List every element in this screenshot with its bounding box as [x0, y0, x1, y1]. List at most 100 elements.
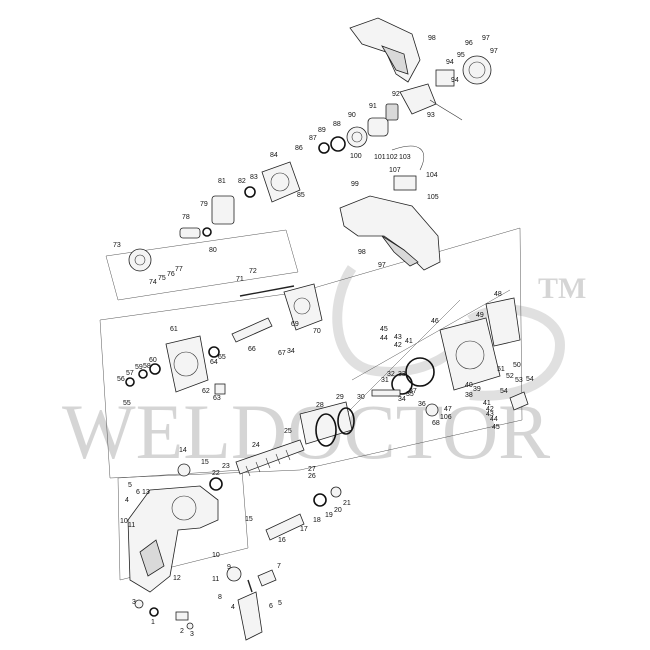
gear-housing-assembly	[371, 297, 529, 417]
part-number-label: 70	[313, 328, 321, 335]
steel-ball-holder-part	[265, 513, 305, 541]
part-number-label: 45	[492, 424, 500, 431]
part-number-label: 69	[291, 321, 299, 328]
part-number-label: 53	[515, 377, 523, 384]
knob-part	[226, 566, 242, 582]
part-number-label: 15	[245, 516, 253, 523]
wing-bolt-part	[257, 569, 277, 587]
guide-frame-upper	[105, 229, 299, 301]
stator-inner	[351, 131, 363, 143]
part-number-label: 18	[313, 517, 321, 524]
connecting-rod-part	[239, 285, 295, 297]
motor-housing-bore	[270, 172, 290, 192]
bearing-part	[330, 136, 346, 152]
handle-grip-insert-part	[381, 45, 409, 75]
part-number-label: 87	[309, 135, 317, 142]
part-number-label: 59	[135, 364, 143, 371]
part-number-label: 3	[132, 599, 136, 606]
part-number-label: 48	[494, 291, 502, 298]
guide-leader-lines	[339, 289, 511, 421]
part-number-label: 37	[409, 388, 417, 395]
part-number-label: 58	[143, 363, 151, 370]
part-number-label: 66	[248, 346, 256, 353]
part-number-label: 6	[269, 603, 273, 610]
flat-washer-part	[149, 607, 159, 617]
part-number-label: 38	[465, 392, 473, 399]
part-number-label: 42	[394, 342, 402, 349]
part-number-label: 25	[284, 428, 292, 435]
part-number-label: 75	[158, 275, 166, 282]
part-number-label: 50	[513, 362, 521, 369]
part-number-label: 76	[167, 271, 175, 278]
cylinder-o-ring-part	[315, 413, 337, 447]
drive-assembly	[125, 335, 226, 395]
part-number-label: 56	[117, 376, 125, 383]
part-number-label: 9	[227, 564, 231, 571]
part-number-label: 41	[483, 400, 491, 407]
part-number-label: 24	[252, 442, 260, 449]
brush-holder-inner-ring	[468, 61, 486, 79]
part-number-label: 33	[398, 371, 406, 378]
front-housing-bore	[171, 495, 197, 521]
part-number-label: 61	[170, 326, 178, 333]
part-number-label: 42	[486, 406, 494, 413]
part-number-label: 26	[308, 473, 316, 480]
part-number-label: 85	[297, 192, 305, 199]
crank-shaft-part	[231, 317, 273, 343]
part-number-label: 97	[482, 35, 490, 42]
gear-housing-bore	[455, 340, 485, 370]
part-number-label: 16	[278, 537, 286, 544]
part-number-label: 79	[200, 201, 208, 208]
gear-housing-cover-part	[211, 195, 235, 225]
controller-board-part	[399, 83, 437, 115]
brush-holder-plate-part	[462, 55, 492, 85]
part-number-label: 95	[457, 52, 465, 59]
part-number-label: 64	[210, 359, 218, 366]
part-number-label: 74	[149, 279, 157, 286]
part-number-label: 57	[126, 370, 134, 377]
armature-part	[367, 117, 389, 137]
side-handle-bolt	[247, 579, 253, 593]
part-number-label: 10	[212, 552, 220, 559]
part-number-label: 84	[270, 152, 278, 159]
stator-ring-part	[346, 126, 368, 148]
part-number-label: 105	[427, 194, 439, 201]
impact-bolt-ring-part	[391, 373, 413, 395]
part-number-label: 54	[500, 388, 508, 395]
side-grip-clamp-part	[139, 539, 165, 577]
part-number-label: 4	[125, 497, 129, 504]
part-number-label: 98	[358, 249, 366, 256]
oil-seal-part	[244, 186, 256, 198]
retaining-ring-part	[125, 377, 135, 387]
part-number-label: 44	[490, 416, 498, 423]
part-number-label: 77	[175, 266, 183, 273]
crank-housing-bore	[173, 351, 199, 377]
spacer-part	[149, 363, 161, 375]
part-number-label: 81	[218, 178, 226, 185]
part-number-label: 11	[128, 522, 135, 529]
screw-part	[186, 622, 194, 630]
helical-gear-part	[128, 248, 152, 272]
spindle-shaft-part	[179, 227, 201, 239]
part-number-label: 43	[486, 411, 494, 418]
part-number-label: 78	[182, 214, 190, 221]
lock-part	[425, 403, 439, 417]
part-number-label: 46	[431, 318, 439, 325]
change-lever-part	[509, 391, 529, 411]
part-number-label: 60	[149, 357, 157, 364]
motor-housing-part	[261, 161, 301, 203]
striker-part	[371, 389, 401, 397]
part-number-label: 94	[446, 59, 454, 66]
capacitor-part	[393, 175, 417, 191]
gear-housing-part	[439, 317, 501, 391]
part-number-label: 88	[333, 121, 341, 128]
part-number-label: 62	[202, 388, 210, 395]
handle-housing-bottom-part	[339, 195, 441, 271]
part-number-label: 45	[380, 326, 388, 333]
bushing-part	[177, 463, 191, 477]
part-number-label: 40	[465, 382, 473, 389]
part-number-label: 17	[300, 526, 308, 533]
part-number-label: 90	[348, 112, 356, 119]
part-number-label: 91	[369, 103, 377, 110]
